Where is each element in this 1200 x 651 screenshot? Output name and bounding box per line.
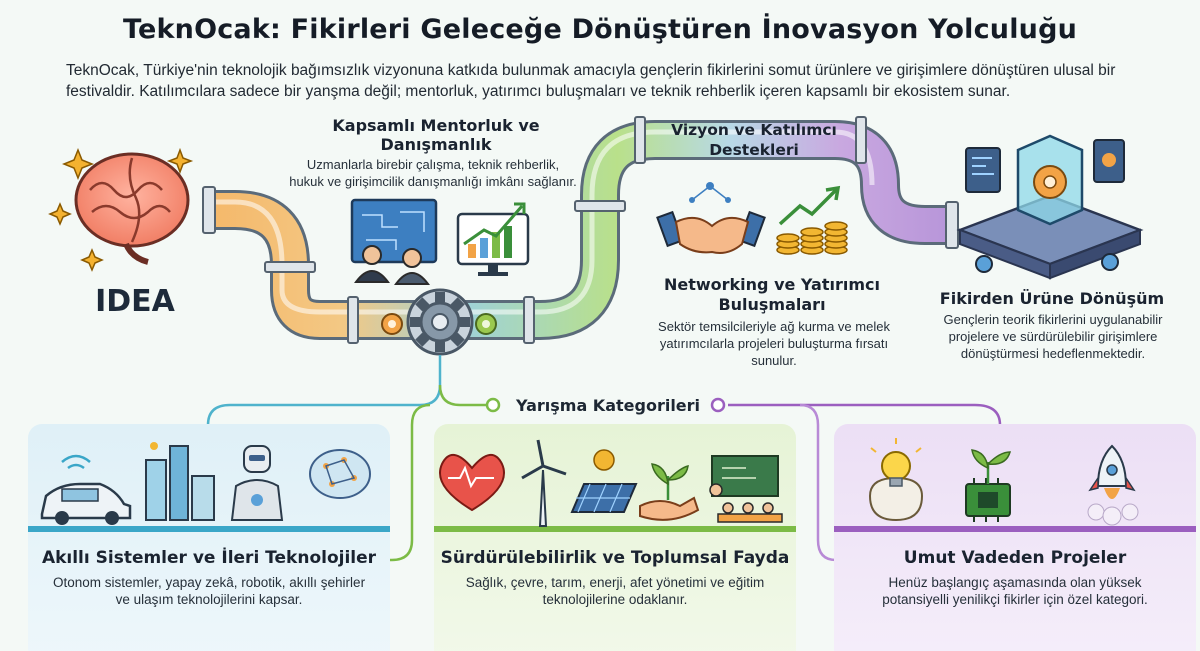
mentorship-desc: Uzmanlarla birebir çalışma, teknik rehbe… (289, 157, 577, 189)
product-title: Fikirden Ürüne Dönüşüm (939, 289, 1165, 308)
heart-health-icon (439, 454, 505, 512)
category-card-promising: Umut Vadeden Projeler Henüz başlangıç aş… (834, 424, 1196, 651)
mentorship-meeting-icon (350, 198, 438, 285)
brain-icon (74, 152, 190, 265)
networking-desc: Sektör temsilcileriyle ağ kurma ve melek… (658, 319, 890, 368)
sparkle-icons (48, 147, 194, 272)
handshake-icon (656, 182, 766, 254)
pipe-flanges (202, 116, 959, 344)
mentorship-title: Kapsamlı Mentorluk ve Danışmanlık (332, 116, 540, 154)
category-title: Sürdürülebilirlik ve Toplumsal Fayda (440, 548, 790, 568)
card-bg-sustainability (434, 424, 796, 651)
smart-city-icon (145, 442, 215, 521)
category-desc: Sağlık, çevre, tarım, enerji, afet yönet… (465, 575, 765, 607)
lightbulb-egg-icon (868, 438, 924, 522)
ai-brain-icon (309, 449, 371, 499)
chip-sprout-icon (965, 449, 1011, 522)
category-title: Umut Vadeden Projeler (903, 548, 1127, 568)
categories-label: Yarışma Kategorileri (515, 396, 701, 415)
coins-icon (776, 185, 848, 255)
small-gear-icon (381, 313, 403, 335)
growth-chart-icon (456, 202, 530, 276)
small-gear-icon (475, 313, 497, 335)
product-desc: Gençlerin teorik fikirlerini uygulanabil… (943, 312, 1163, 361)
idea-label: IDEA (95, 284, 175, 319)
classroom-icon (709, 455, 783, 523)
category-desc: Otonom sistemler, yapay zekâ, robotik, a… (52, 575, 366, 607)
rocket-icon (1087, 444, 1139, 526)
plant-hand-icon (639, 463, 700, 521)
category-card-smart-systems: Akıllı Sistemler ve İleri Teknolojiler O… (28, 424, 390, 651)
card-bg-smart-systems (28, 424, 390, 651)
car-icon (40, 482, 132, 525)
solar-panel-icon (570, 449, 638, 513)
category-card-sustainability: Sürdürülebilirlik ve Toplumsal Fayda Sağ… (434, 424, 796, 651)
page-title: TeknOcak: Fikirleri Geleceğe Dönüştüren … (122, 14, 1078, 45)
vision-title: Vizyon ve Katılımcı Destekleri (671, 121, 837, 159)
robot-icon (230, 445, 284, 521)
gear-icon (406, 288, 474, 356)
networking-title: Networking ve Yatırımcı Buluşmaları (663, 275, 880, 314)
category-title: Akıllı Sistemler ve İleri Teknolojiler (41, 548, 377, 568)
wind-turbine-icon (521, 439, 567, 527)
category-desc: Henüz başlangıç aşamasında olan yüksek p… (882, 575, 1148, 607)
product-platform-icon (956, 134, 1144, 280)
intro-paragraph: TeknOcak, Türkiye'nin teknolojik bağımsı… (66, 62, 1116, 100)
wifi-icon (61, 454, 91, 470)
